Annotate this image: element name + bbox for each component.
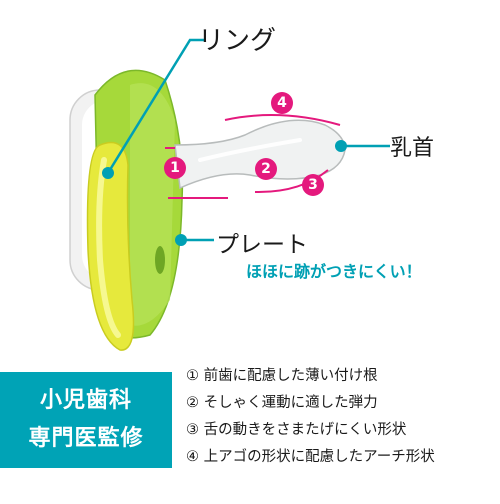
plate-label: プレート xyxy=(216,232,308,258)
marker-4: 4 xyxy=(271,92,293,114)
feature-item-4: ④ 上アゴの形状に配慮したアーチ形状 xyxy=(186,449,435,465)
badge-line-1: 小児歯科 xyxy=(39,388,132,413)
feature-item-2: ② そしゃく運動に適した弾力 xyxy=(186,395,378,411)
feature-item-1: ① 前歯に配慮した薄い付け根 xyxy=(186,368,378,384)
marker-3: 3 xyxy=(302,174,324,196)
feature-list: ① 前歯に配慮した薄い付け根 ② そしゃく運動に適した弾力 ③ 舌の動きをさまた… xyxy=(186,363,496,471)
marker-2: 2 xyxy=(255,158,277,180)
nipple-label: 乳首 xyxy=(390,136,435,161)
supervision-badge: 小児歯科 専門医監修 xyxy=(0,372,172,468)
ring-label: リング xyxy=(198,26,277,56)
plate-sub-label: ほほに跡がつきにくい！ xyxy=(246,262,422,281)
marker-1: 1 xyxy=(164,157,186,179)
badge-line-2: 専門医監修 xyxy=(28,426,144,451)
feature-item-3: ③ 舌の動きをさまたげにくい形状 xyxy=(186,422,407,438)
